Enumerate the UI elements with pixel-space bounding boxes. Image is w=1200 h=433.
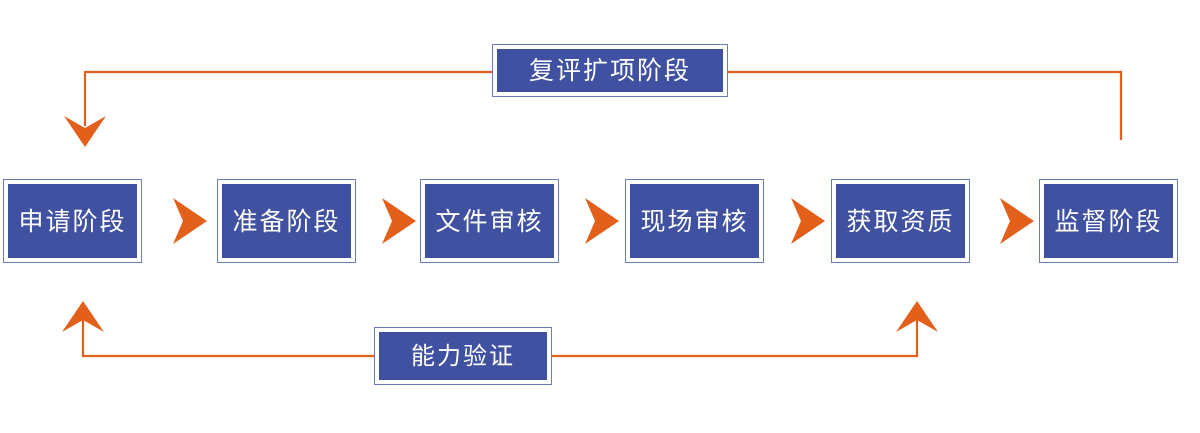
step-node-2-body: 准备阶段 [221, 183, 352, 259]
step-node-1-label: 申请阶段 [18, 206, 127, 236]
up-arrow-head-right-icon [896, 301, 938, 332]
top-feedback-node-label: 复评扩项阶段 [528, 56, 691, 85]
step-node-1[interactable]: 申请阶段 [3, 179, 142, 263]
bottom-feedback-node-label: 能力验证 [411, 342, 515, 370]
top-feedback-node-body: 复评扩项阶段 [496, 48, 724, 93]
up-arrow-head-left-icon [62, 301, 104, 332]
bottom-feedback-node-body: 能力验证 [378, 331, 548, 381]
step-node-4[interactable]: 现场审核 [625, 179, 764, 263]
step-node-5-label: 获取资质 [846, 206, 955, 236]
bottom-right-connector-line [552, 320, 919, 358]
step-node-5[interactable]: 获取资质 [831, 179, 970, 263]
chevron-5-icon [1000, 198, 1034, 244]
step-node-2-label: 准备阶段 [232, 206, 341, 236]
step-node-4-label: 现场审核 [640, 206, 749, 236]
chevron-4-icon [791, 198, 825, 244]
down-arrow-head-icon [64, 116, 106, 147]
bottom-left-connector-line [81, 320, 374, 358]
step-node-4-body: 现场审核 [629, 183, 760, 259]
top-left-connector-line [83, 70, 492, 126]
step-node-3[interactable]: 文件审核 [420, 179, 559, 263]
step-node-3-label: 文件审核 [435, 206, 544, 236]
step-node-6-body: 监督阶段 [1043, 183, 1174, 259]
step-node-2[interactable]: 准备阶段 [217, 179, 356, 263]
top-right-connector-line [728, 70, 1123, 140]
chevron-1-icon [173, 198, 207, 244]
step-node-3-body: 文件审核 [424, 183, 555, 259]
step-node-1-body: 申请阶段 [7, 183, 138, 259]
step-node-5-body: 获取资质 [835, 183, 966, 259]
bottom-feedback-node[interactable]: 能力验证 [374, 327, 552, 385]
top-feedback-node[interactable]: 复评扩项阶段 [492, 44, 728, 97]
chevron-2-icon [382, 198, 416, 244]
step-node-6-label: 监督阶段 [1054, 206, 1163, 236]
step-node-6[interactable]: 监督阶段 [1039, 179, 1178, 263]
chevron-3-icon [585, 198, 619, 244]
